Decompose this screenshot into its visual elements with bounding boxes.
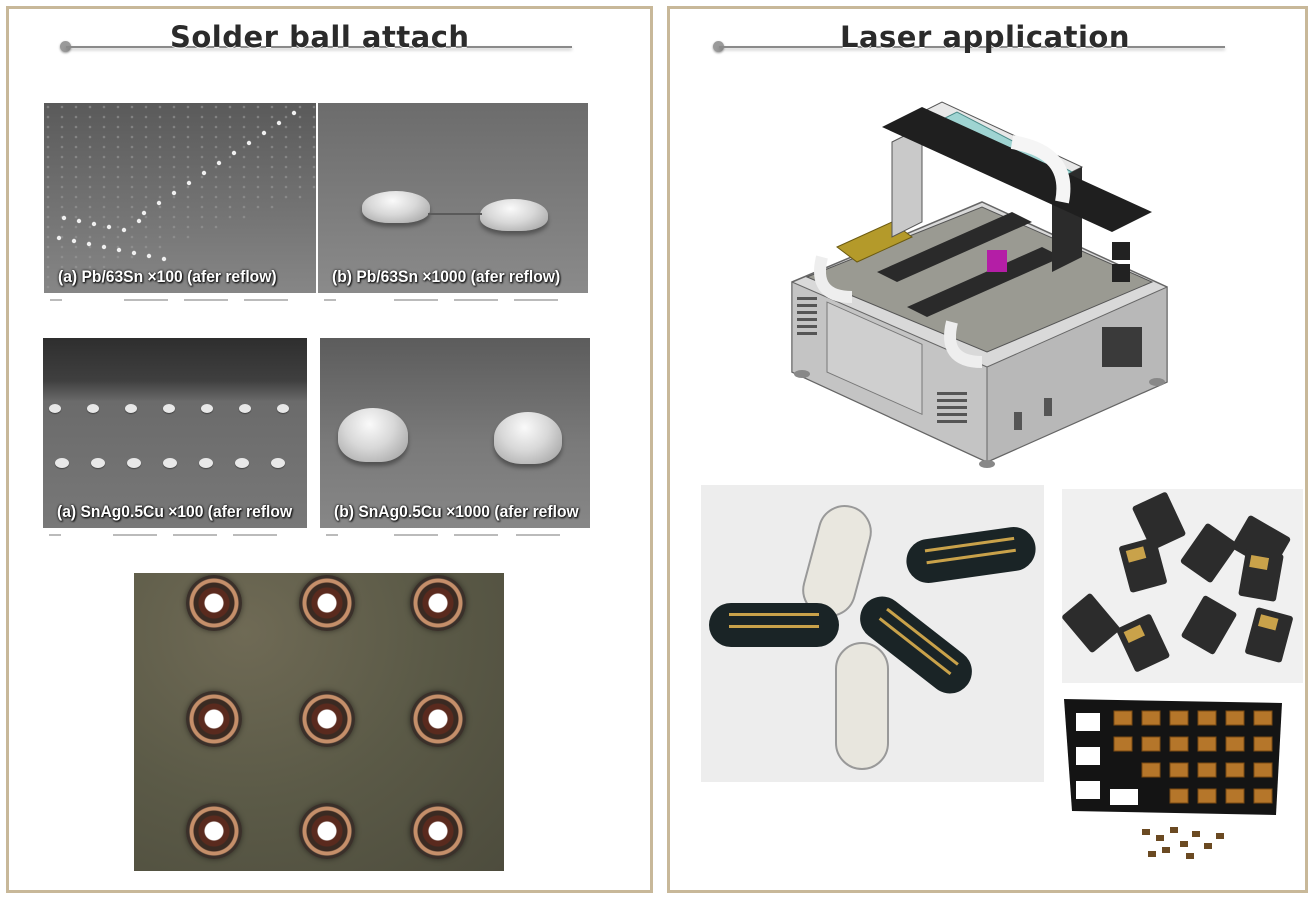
solder-pad [410,803,466,859]
connector-parts-photo [701,485,1044,782]
sem-caption: (b) SnAg0.5Cu ×1000 (afer reflow [334,502,579,521]
solder-pad [186,575,242,631]
sem-scale-footer [44,293,316,315]
solder-pad [299,691,355,747]
solder-ball-title: Solder ball attach [170,20,470,54]
header-line [66,46,572,48]
solder-pad [299,575,355,631]
trace-line [428,213,482,215]
solder-pad-grid-photo [134,573,504,871]
solder-pad [186,691,242,747]
sem-scale-footer [43,528,307,550]
sem-image-snagcu-100x: (a) SnAg0.5Cu ×100 (afer reflow [43,338,307,550]
solder-ball-row-bottom [55,458,285,468]
sem-scale-footer [318,293,588,315]
solder-ball-right [480,199,548,231]
solder-pad [186,803,242,859]
sem-image-pb63sn-100x: (a) Pb/63Sn ×100 (afer reflow) [44,103,316,315]
solder-ball-left [362,191,430,223]
header-bullet-icon [713,41,724,52]
right-header-rule [713,6,1225,52]
solder-ball-left [338,408,408,462]
microsd-cards-photo [1062,489,1303,683]
left-header-rule [60,6,572,52]
pcb-panel-photo [1062,695,1288,867]
solder-pad [410,691,466,747]
solder-pad [299,803,355,859]
sem-image-pb63sn-1000x: (b) Pb/63Sn ×1000 (afer reflow) [318,103,588,315]
laser-machine-illustration [791,101,1168,468]
solder-ball-right [494,412,562,464]
sem-caption: (b) Pb/63Sn ×1000 (afer reflow) [332,267,561,286]
solder-ball-row-top [49,404,289,413]
sem-caption: (a) Pb/63Sn ×100 (afer reflow) [58,267,277,286]
header-line [719,46,1225,48]
sem-dot-array [44,103,316,293]
header-bullet-icon [60,41,71,52]
sem-scale-footer [320,528,590,550]
sem-caption: (a) SnAg0.5Cu ×100 (afer reflow [57,502,293,521]
laser-application-title: Laser application [840,20,1130,54]
sem-image-snagcu-1000x: (b) SnAg0.5Cu ×1000 (afer reflow [320,338,590,550]
solder-pad [410,575,466,631]
